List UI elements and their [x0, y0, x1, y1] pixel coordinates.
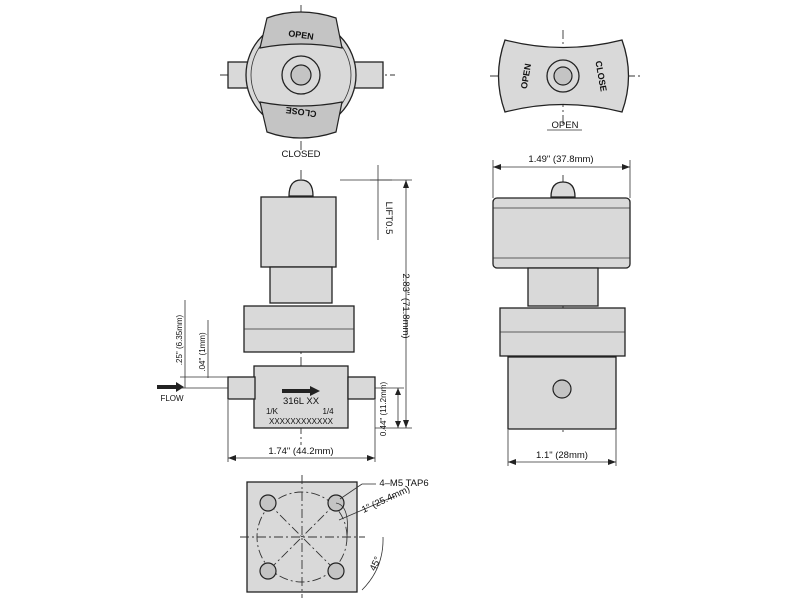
body-mark-line1: 316L XX [283, 396, 320, 407]
width-dimension: 1.74" (44.2mm) [268, 446, 333, 457]
front-view: 316L XX 1/K 1/4 XXXXXXXXXXXX FLOW LIFT0.… [157, 165, 412, 462]
top-view-closed: OPEN CLOSE CLOSED [220, 5, 395, 160]
body-serial: XXXXXXXXXXXX [269, 417, 334, 426]
bottom-view: 4–M5 TAP6 1" (25.4mm) 45° [240, 475, 429, 598]
lever-label-open-side: OPEN [519, 63, 533, 90]
tap-callout: 4–M5 TAP6 [379, 478, 428, 489]
caption-open: OPEN [552, 120, 579, 131]
body-width-dimension: 1.1" (28mm) [536, 450, 588, 461]
lever-label-open: OPEN [288, 28, 315, 41]
port-gap-dimension: .04" (1mm) [198, 332, 207, 372]
port-height-dimension: 0.44" (11.2mm) [379, 382, 388, 437]
body-mark-row2-right: 1/4 [322, 407, 334, 416]
flow-arrow-icon [157, 382, 184, 392]
port-offset-dimension: .25" (6.35mm) [175, 314, 184, 365]
flow-label: FLOW [160, 394, 184, 403]
lever-label-close: CLOSE [285, 105, 317, 119]
height-dimension: 2.83" (71.8mm) [400, 273, 411, 338]
side-view: 1.49" (37.8mm) 1.1" (28mm) [492, 154, 631, 466]
knob-width-dimension: 1.49" (37.8mm) [528, 154, 593, 165]
angle-dimension: 45° [368, 555, 384, 573]
top-view-open: OPEN CLOSE OPEN [490, 30, 640, 131]
caption-closed: CLOSED [281, 149, 320, 160]
body-mark-row2-left: 1/K [266, 407, 279, 416]
lift-label: LIFT0.5 [383, 202, 394, 235]
